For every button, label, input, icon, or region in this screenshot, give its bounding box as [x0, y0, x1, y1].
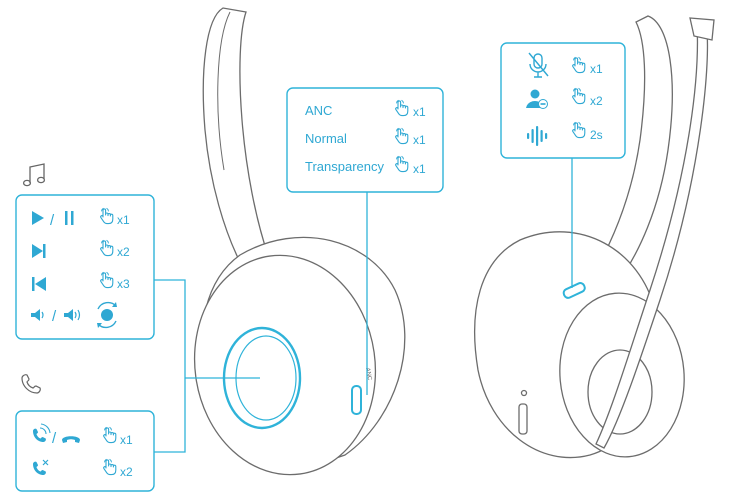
mute-count: x1	[590, 62, 603, 76]
answer-call-icon	[33, 423, 51, 442]
connector-lines	[154, 158, 573, 453]
pause-icon	[65, 211, 74, 225]
normal-label: Normal	[305, 131, 347, 146]
end-call-icon	[62, 436, 80, 443]
mic-panel-rows: x1 x2 2s	[526, 52, 603, 146]
rotate-gesture-icon	[97, 301, 117, 329]
music-note-icon	[22, 163, 46, 187]
previous-track-count: x3	[117, 277, 130, 291]
anc-button	[351, 385, 362, 415]
mic-panel	[500, 42, 626, 159]
slash: /	[52, 430, 57, 447]
reject-call-icon	[33, 459, 49, 475]
previous-track-icon	[32, 277, 46, 291]
teams-user-icon	[526, 89, 548, 109]
next-track-count: x2	[117, 245, 130, 259]
slash: /	[50, 212, 55, 229]
music-panel-rows: / x1 x2 x3 /	[31, 207, 130, 329]
transparency-label: Transparency	[305, 159, 384, 174]
volume-up-icon	[64, 309, 81, 321]
music-panel	[15, 194, 155, 340]
right-headset	[474, 15, 715, 459]
left-headset	[193, 7, 406, 476]
volume-down-icon	[31, 309, 44, 321]
answer-call-count: x1	[120, 433, 133, 447]
phone-icon	[21, 374, 41, 394]
power-switch	[518, 403, 528, 435]
mute-microphone-icon	[528, 52, 549, 78]
anc-panel	[286, 87, 444, 193]
transparency-count: x1	[413, 162, 426, 176]
teams-count: x2	[590, 94, 603, 108]
voice-assistant-count: 2s	[590, 128, 603, 142]
next-track-icon	[32, 244, 46, 258]
slash: /	[52, 308, 57, 325]
anc-button-label: ANC	[364, 367, 372, 381]
anc-count: x1	[413, 105, 426, 119]
left-headband	[202, 7, 269, 263]
normal-count: x1	[413, 133, 426, 147]
play-pause-count: x1	[117, 213, 130, 227]
call-panel	[15, 410, 155, 492]
play-icon	[32, 211, 44, 225]
reject-call-count: x2	[120, 465, 133, 479]
call-panel-rows: / x1 x2	[33, 423, 133, 479]
voice-assistant-icon	[527, 126, 548, 146]
anc-panel-rows: ANC x1 Normal x1 Transparency x1	[305, 99, 426, 176]
anc-label: ANC	[305, 103, 332, 118]
boom-microphone	[595, 21, 709, 449]
